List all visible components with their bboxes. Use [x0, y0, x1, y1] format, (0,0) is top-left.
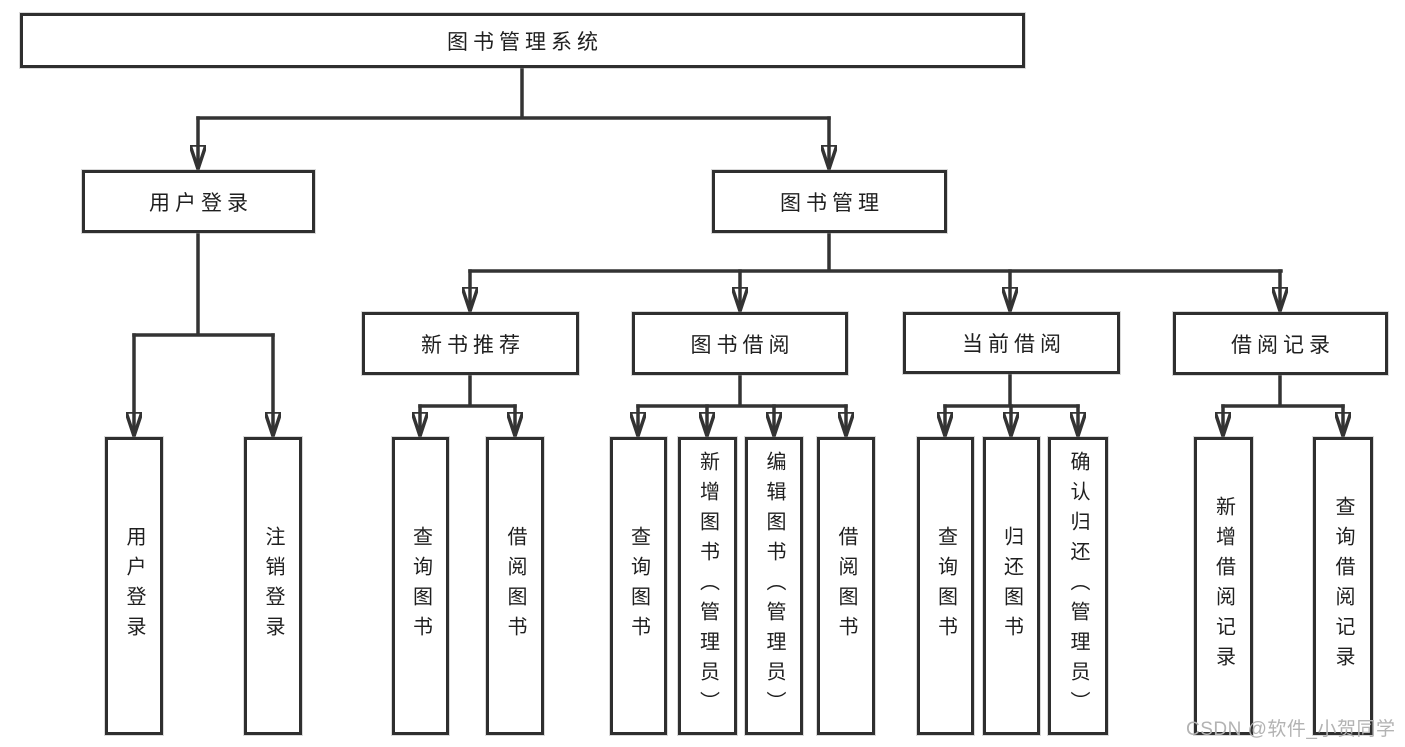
node-book-borrow-label: 图书借阅 — [690, 333, 795, 357]
node-current-borrow-label: 当前借阅 — [962, 333, 1066, 356]
leaf-edit-books-admin: 编辑图书（管理员） — [745, 437, 803, 735]
node-user-login-label: 用户登录 — [149, 191, 253, 215]
leaf-newbook-borrow-books-label: 借阅图书 — [504, 526, 526, 646]
leaf-borrow-query-books-label: 查询图书 — [627, 526, 650, 646]
leaf-user-login-label: 用户登录 — [123, 526, 145, 646]
leaf-query-borrow-record-label: 查询借阅记录 — [1332, 496, 1354, 676]
leaf-confirm-return-admin-label: 确认归还（管理员） — [1067, 451, 1089, 721]
node-new-book-recommend: 新书推荐 — [362, 312, 579, 375]
leaf-add-books-admin-label: 新增图书（管理员） — [696, 451, 719, 721]
leaf-logout-label: 注销登录 — [262, 526, 284, 646]
leaf-current-query-books: 查询图书 — [917, 437, 974, 735]
node-root-label: 图书管理系统 — [447, 30, 603, 54]
node-root: 图书管理系统 — [20, 13, 1025, 68]
leaf-edit-books-admin-label: 编辑图书（管理员） — [763, 451, 785, 721]
node-borrow-records-label: 借阅记录 — [1231, 333, 1335, 357]
node-book-borrow: 图书借阅 — [632, 312, 848, 375]
leaf-newbook-borrow-books: 借阅图书 — [486, 437, 544, 735]
leaf-return-books-label: 归还图书 — [1000, 526, 1023, 646]
node-user-login: 用户登录 — [82, 170, 315, 233]
node-current-borrow: 当前借阅 — [903, 312, 1120, 374]
leaf-borrow-query-books: 查询图书 — [610, 437, 667, 735]
leaf-newbook-query-books-label: 查询图书 — [409, 526, 432, 646]
leaf-query-borrow-record: 查询借阅记录 — [1313, 437, 1373, 735]
leaf-add-borrow-record: 新增借阅记录 — [1194, 437, 1253, 735]
leaf-add-borrow-record-label: 新增借阅记录 — [1212, 496, 1235, 676]
leaf-user-login: 用户登录 — [105, 437, 163, 735]
leaf-confirm-return-admin: 确认归还（管理员） — [1048, 437, 1108, 735]
node-new-book-recommend-label: 新书推荐 — [421, 333, 525, 357]
node-book-management: 图书管理 — [712, 170, 947, 233]
leaf-add-books-admin: 新增图书（管理员） — [678, 437, 737, 735]
leaf-newbook-query-books: 查询图书 — [392, 437, 449, 735]
leaf-logout: 注销登录 — [244, 437, 302, 735]
leaf-current-query-books-label: 查询图书 — [934, 526, 957, 646]
node-book-management-label: 图书管理 — [780, 191, 884, 215]
csdn-watermark: CSDN @软件_小贺同学 — [1186, 719, 1396, 740]
leaf-return-books: 归还图书 — [983, 437, 1040, 735]
node-borrow-records: 借阅记录 — [1173, 312, 1388, 375]
leaf-borrow-books: 借阅图书 — [817, 437, 875, 735]
connector-trunks — [132, 66, 1345, 408]
leaf-borrow-books-label: 借阅图书 — [835, 526, 857, 646]
